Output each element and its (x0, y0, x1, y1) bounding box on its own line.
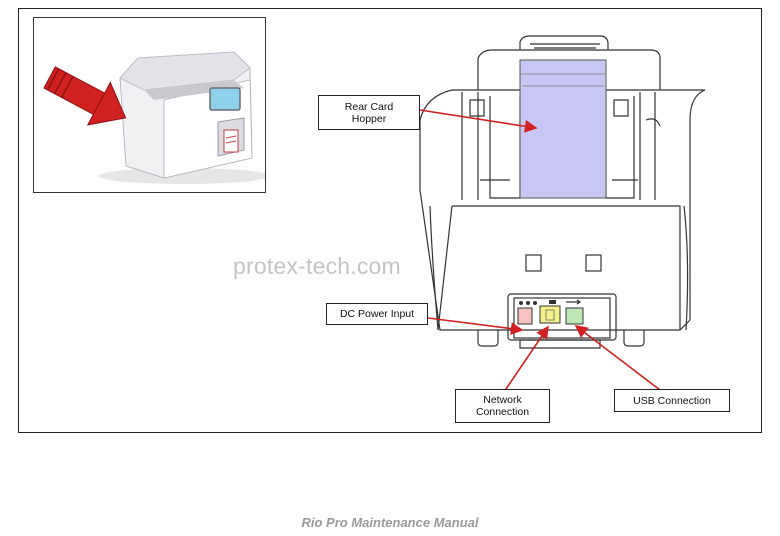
page-footer: Rio Pro Maintenance Manual (301, 515, 479, 530)
printer-front-illustration (43, 51, 265, 184)
dc-power-input-label: DC Power Input (326, 303, 428, 325)
usb-connection-label: USB Connection (614, 389, 730, 412)
usb-port (565, 307, 584, 325)
rear-card-hopper-label: Rear Card Hopper (318, 95, 420, 130)
rear-card-hopper (519, 59, 607, 199)
dc-power-port (517, 307, 533, 325)
network-connection-label: Network Connection (455, 389, 550, 423)
printer-photo-inset (33, 17, 266, 193)
network-port (539, 305, 561, 324)
red-arrow-icon (43, 66, 127, 126)
watermark: protex-tech.com (233, 253, 401, 279)
